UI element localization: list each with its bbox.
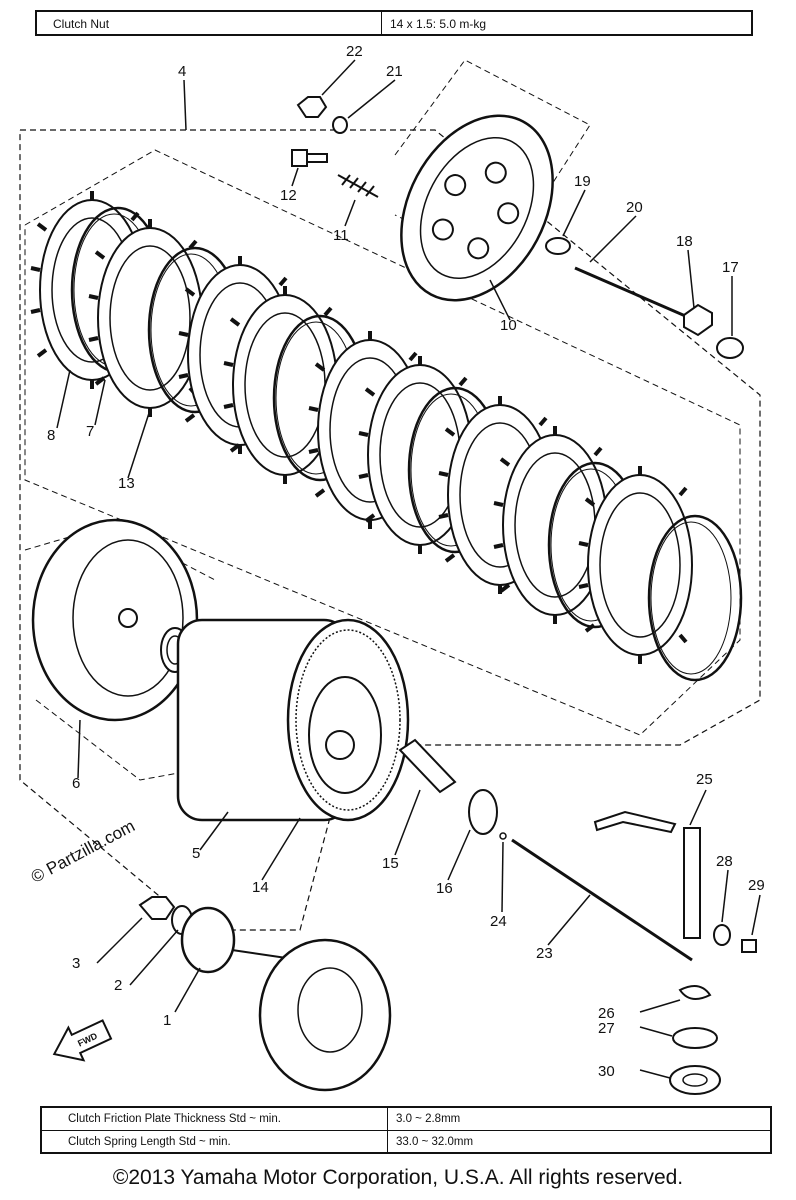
clutch-spec-table: Clutch Friction Plate Thickness Std ~ mi…	[40, 1106, 772, 1154]
primary-drive-gear-assembly	[138, 896, 392, 1092]
leader-lines	[56, 59, 761, 1079]
spec-row: Clutch Friction Plate Thickness Std ~ mi…	[42, 1108, 770, 1130]
callout-10: 10	[500, 317, 517, 334]
spec-label: Clutch Friction Plate Thickness Std ~ mi…	[42, 1108, 388, 1130]
callout-7: 7	[86, 423, 94, 440]
callout-27: 27	[598, 1020, 615, 1037]
callout-22: 22	[346, 43, 363, 60]
fwd-arrow-badge: FWD	[52, 1019, 113, 1062]
spec-value: 33.0 ~ 32.0mm	[396, 1136, 474, 1148]
clutch-nut-label: Clutch Nut	[37, 12, 382, 34]
callout-13: 13	[118, 475, 135, 492]
callout-14: 14	[252, 879, 269, 896]
callout-30: 30	[598, 1063, 615, 1080]
callout-6: 6	[72, 775, 80, 792]
callout-4: 4	[178, 63, 186, 80]
callout-labels: 1 2 3 4 5 6 7 8 10 11 12 13 14 15 16 17 …	[47, 43, 765, 1080]
callout-28: 28	[716, 853, 733, 870]
callout-20: 20	[626, 199, 643, 216]
callout-19: 19	[574, 173, 591, 190]
callout-23: 23	[536, 945, 553, 962]
callout-11: 11	[333, 227, 349, 244]
callout-25: 25	[696, 771, 713, 788]
collar-washer-pushrod	[398, 738, 693, 962]
callout-1: 1	[163, 1012, 171, 1029]
callout-15: 15	[382, 855, 399, 872]
spec-row: Clutch Spring Length Std ~ min. 33.0 ~ 3…	[42, 1130, 770, 1153]
clutch-nut-spec-table: Clutch Nut 14 x 1.5: 5.0 m-kg	[35, 10, 753, 36]
callout-24: 24	[490, 913, 507, 930]
callout-2: 2	[114, 977, 122, 994]
clutch-nut-torque: 14 x 1.5: 5.0 m-kg	[390, 17, 487, 31]
callout-12: 12	[280, 187, 297, 204]
plate-pack-outline	[24, 149, 741, 736]
callout-17: 17	[722, 259, 739, 276]
clutch-release-mechanism	[593, 810, 757, 1095]
callout-18: 18	[676, 233, 693, 250]
spec-label: Clutch Spring Length Std ~ min.	[42, 1131, 388, 1153]
callout-3: 3	[72, 955, 80, 972]
callout-5: 5	[192, 845, 200, 862]
callout-29: 29	[748, 877, 765, 894]
callout-16: 16	[436, 880, 453, 897]
copyright-notice: ©2013 Yamaha Motor Corporation, U.S.A. A…	[112, 1166, 684, 1189]
pressure-plate	[400, 114, 554, 302]
callout-21: 21	[386, 63, 403, 80]
callout-26: 26	[598, 1005, 615, 1022]
nut-washer-bolt-spring	[291, 96, 744, 359]
spec-value: 3.0 ~ 2.8mm	[396, 1113, 461, 1125]
callout-8: 8	[47, 427, 55, 444]
clutch-housing	[176, 618, 410, 822]
